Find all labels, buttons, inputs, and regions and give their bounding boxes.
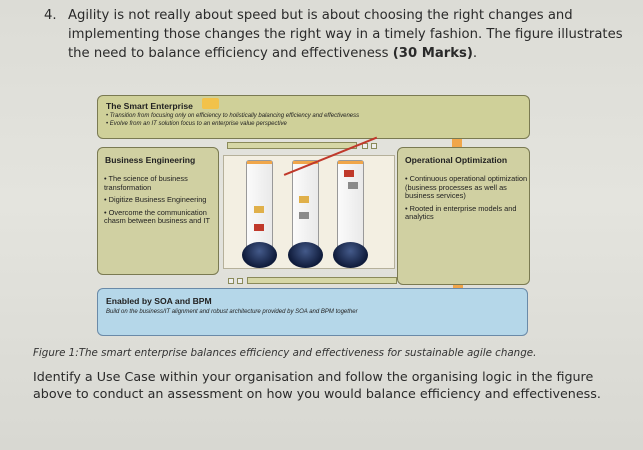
soa-title: Enabled by SOA and BPM: [106, 296, 212, 306]
disc-icon: [288, 242, 323, 268]
question-number: 4.: [44, 8, 57, 23]
person-icon: [299, 196, 309, 203]
business-engineering-title: Business Engineering: [105, 155, 196, 165]
disc-icon: [242, 242, 277, 268]
person-icon: [299, 212, 309, 219]
smart-bullet-2: • Evolve from an IT solution focus to an…: [106, 121, 287, 127]
question-body: Agility is not really about speed but is…: [68, 8, 623, 61]
square-icon: [228, 278, 234, 284]
person-icon: [348, 182, 358, 189]
list-item: • Overcome the communication chasm betwe…: [104, 207, 210, 226]
disc-icon: [333, 242, 368, 268]
business-engineering-box: Business Engineering • The science of bu…: [97, 147, 219, 275]
list-item: • Continuous operational optimization (b…: [405, 174, 528, 201]
list-item: • Rooted in enterprise models and analyt…: [405, 203, 517, 222]
question-marks: (30 Marks): [392, 46, 473, 61]
soa-bpm-box: Enabled by SOA and BPM Build on the busi…: [97, 288, 528, 336]
smart-enterprise-box: The Smart Enterprise • Transition from f…: [97, 95, 530, 139]
balance-illustration: [223, 136, 395, 269]
operational-optimization-box: Operational Optimization • Continuous op…: [397, 147, 530, 285]
business-engineering-items: • The science of business transformation…: [104, 174, 216, 230]
soa-subtitle: Build on the business/IT alignment and r…: [106, 309, 358, 315]
person-icon: [254, 206, 264, 213]
smart-enterprise-title: The Smart Enterprise: [106, 101, 193, 111]
smart-enterprise-figure: The Smart Enterprise • Transition from f…: [97, 95, 533, 337]
task-text: Identify a Use Case within your organisa…: [33, 369, 601, 401]
bottom-arrow-bar: [247, 277, 397, 284]
badge-icon: [202, 98, 219, 109]
operational-optimization-title: Operational Optimization: [405, 155, 508, 165]
question-end: .: [472, 46, 478, 61]
list-item: • Digitize Business Engineering: [104, 195, 207, 205]
list-item: • The science of business transformation: [104, 174, 188, 192]
connector: [452, 139, 462, 147]
top-arrow-bar: [227, 142, 357, 149]
connector: [453, 285, 463, 289]
square-icon: [237, 278, 243, 284]
square-icon: [371, 143, 377, 149]
operational-optimization-items: • Continuous operational optimization (b…: [405, 174, 529, 226]
question-text: Agility is not really about speed but is…: [68, 6, 638, 63]
person-icon: [344, 170, 354, 177]
balance-tube: [292, 160, 319, 252]
square-icon: [362, 143, 368, 149]
person-icon: [254, 224, 264, 231]
figure-caption: Figure 1:The smart enterprise balances e…: [33, 347, 537, 359]
smart-bullet-1: • Transition from focusing only on effic…: [106, 113, 360, 119]
